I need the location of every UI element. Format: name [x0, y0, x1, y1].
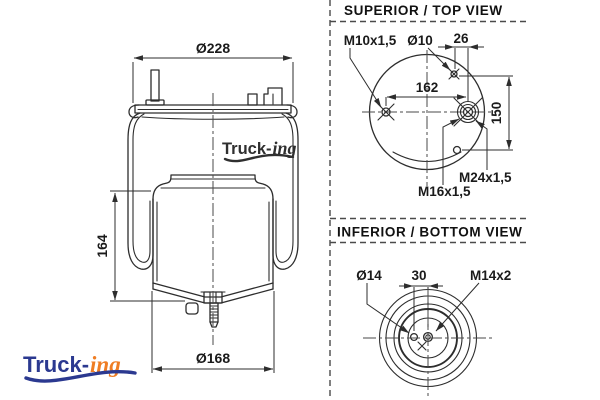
brand-logo: Truck-ing [23, 352, 137, 383]
brand-logo-word: Truck- [23, 352, 89, 377]
bottom-view-header: INFERIOR / BOTTOM VIEW [330, 217, 527, 244]
cross-mark [417, 341, 427, 351]
dim-top-diameter-label: Ø228 [196, 40, 230, 56]
top-view: SUPERIOR / TOP VIEW [330, 3, 527, 199]
label-d10: Ø10 [407, 33, 433, 48]
dim-bottom-diameter-label: Ø168 [196, 350, 230, 366]
dim-top-diameter: Ø228 [132, 40, 294, 103]
dim-spacing-label: 162 [416, 80, 439, 95]
brand-logo-swoosh [24, 370, 137, 383]
top-view-header: SUPERIOR / TOP VIEW [330, 3, 527, 23]
dim-vertical-label: 150 [489, 102, 504, 125]
watermark-suffix: ing [273, 138, 297, 158]
label-d14: Ø14 [356, 268, 382, 283]
top-view-header-label: SUPERIOR / TOP VIEW [344, 3, 503, 18]
dim-spacing-30-label: 30 [411, 268, 426, 283]
watermark-word: Truck- [222, 140, 272, 158]
svg-text:Truck-ing: Truck-ing [222, 138, 297, 158]
label-m16: M16x1,5 [418, 184, 471, 199]
bottom-view: INFERIOR / BOTTOM VIEW Ø14 30 M14x2 [330, 217, 527, 396]
dim-spacing-30 [399, 283, 443, 331]
leader-d14 [366, 283, 410, 334]
bottom-view-header-label: INFERIOR / BOTTOM VIEW [337, 225, 522, 240]
dim-offset-label: 26 [453, 31, 469, 46]
rubber-buffer [185, 302, 199, 315]
plate-left-curl [128, 104, 140, 119]
watermark: Truck-ing [222, 138, 297, 163]
dim-height-label: 164 [94, 234, 110, 258]
vent-hole [452, 145, 462, 155]
piston [152, 174, 274, 304]
label-m10: M10x1,5 [344, 33, 397, 48]
side-view: Ø228 [94, 40, 299, 373]
d10-hole [448, 68, 460, 80]
leader-m14 [435, 282, 480, 332]
d14-hole [409, 332, 419, 342]
label-m24: M24x1,5 [459, 170, 512, 185]
top-view-labels: M10x1,5 Ø10 M16x1,5 M24x1,5 [344, 33, 512, 199]
dim-height: 164 [94, 190, 185, 302]
dim-offset-26: 26 [438, 31, 484, 101]
label-m14: M14x2 [470, 268, 511, 283]
dim-bottom-diameter: Ø168 [151, 291, 275, 373]
watermark-swoosh [223, 153, 295, 163]
dim-spacing-162: 162 [385, 80, 467, 106]
plate-right-curl [286, 104, 298, 119]
air-fitting-block [263, 87, 283, 106]
